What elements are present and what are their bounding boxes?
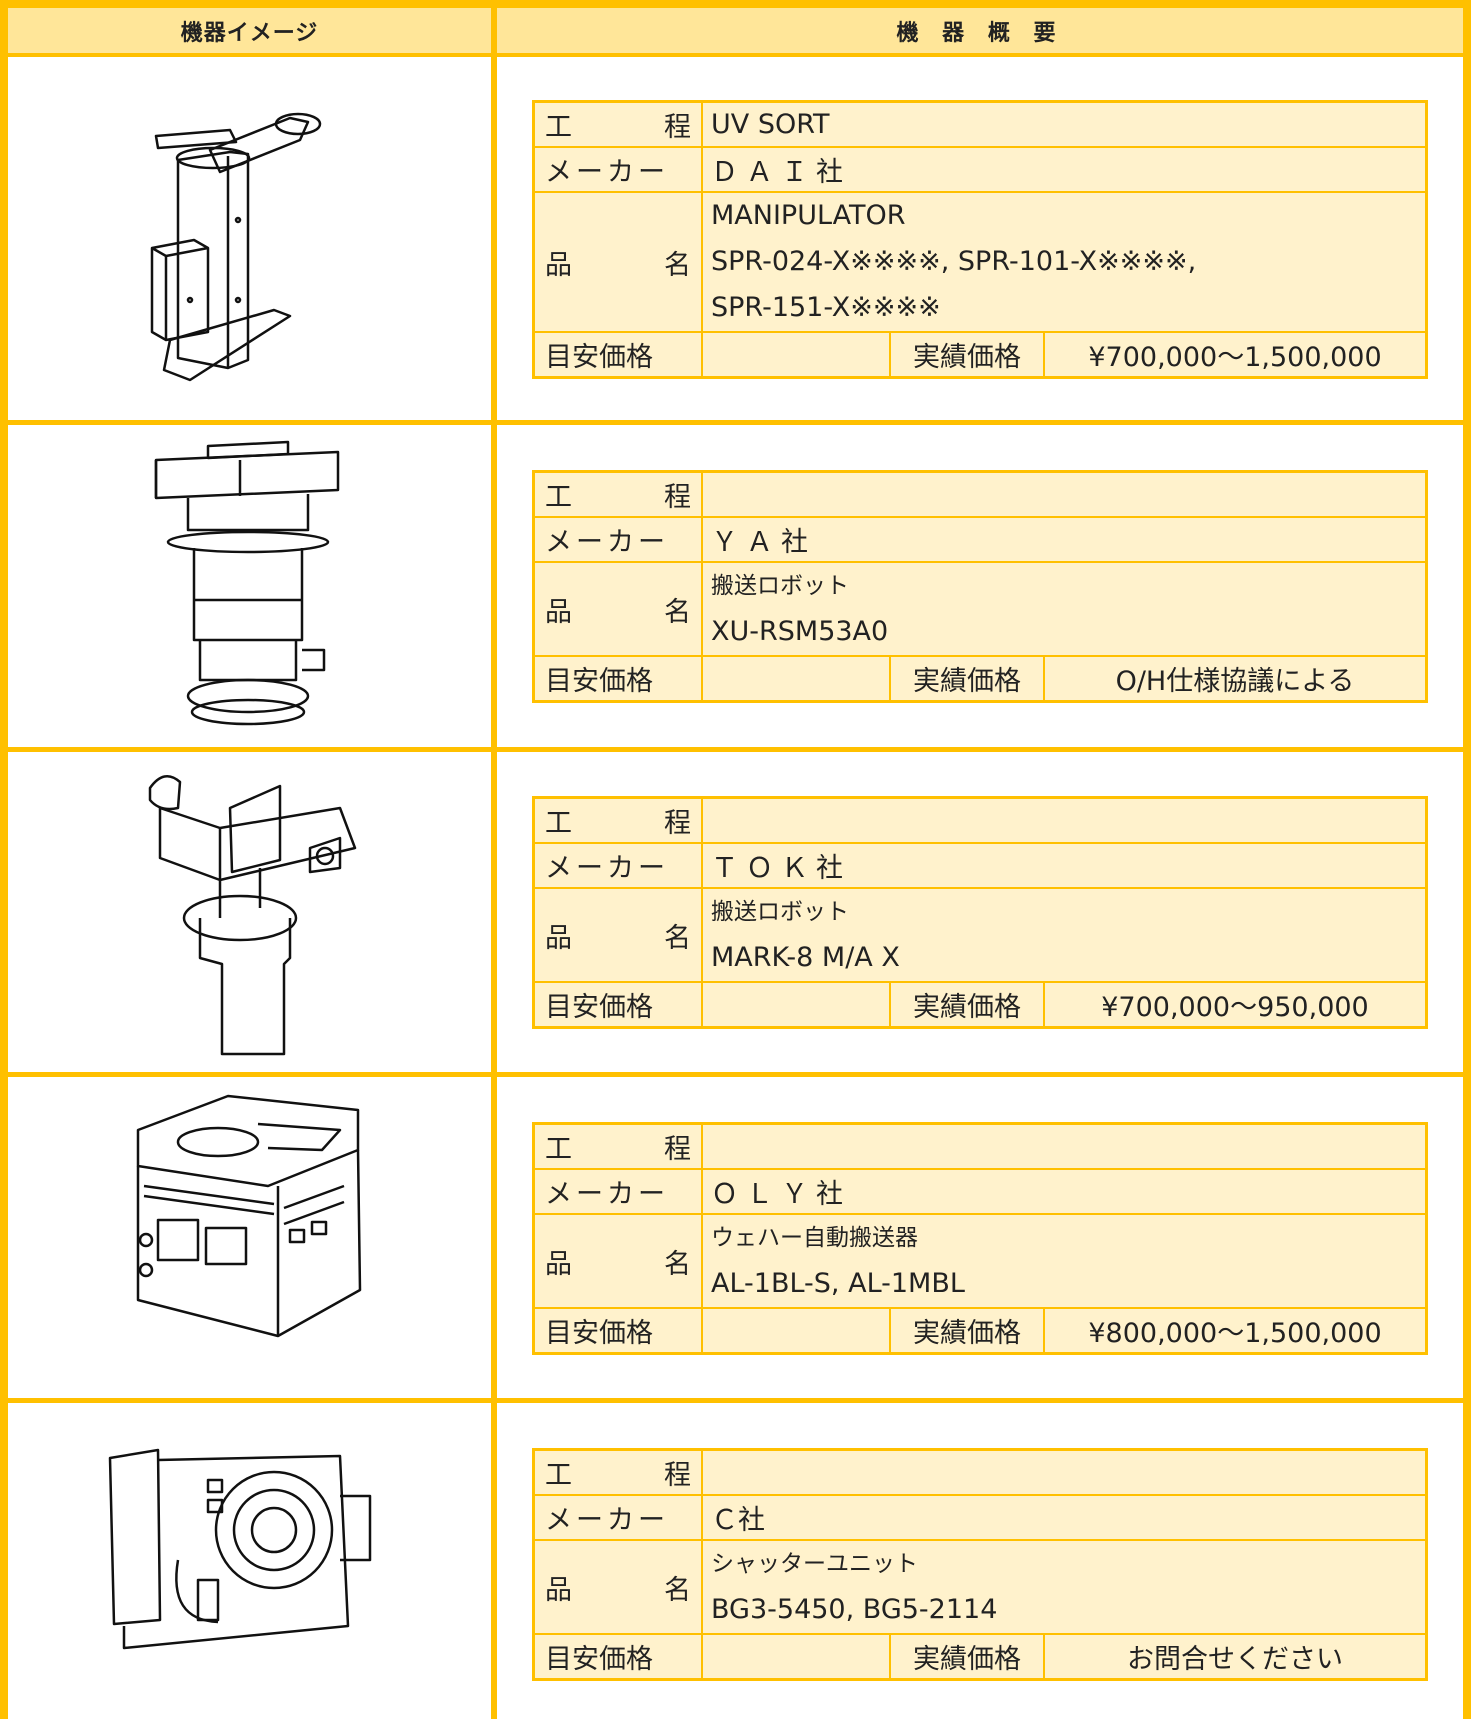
name-value: 搬送ロボット MARK-8 M/A X (701, 887, 1428, 983)
est-price-value (701, 1307, 891, 1355)
est-price-value (701, 981, 891, 1029)
maker-value: ＯＬＹ社 (701, 1168, 1428, 1215)
process-label: 工程 (532, 1122, 703, 1170)
maker-label: メーカー (532, 1494, 703, 1541)
name-label: 品名 (532, 191, 703, 333)
row-divider (0, 420, 1471, 425)
actual-price-label: 実績価格 (889, 981, 1045, 1029)
actual-price-value: O/H仕様協議による (1043, 655, 1428, 703)
header-divider (0, 53, 1471, 57)
wafer-loader-icon (108, 1090, 366, 1340)
actual-price-label: 実績価格 (889, 1307, 1045, 1355)
process-label: 工程 (532, 470, 703, 518)
row-divider (0, 1398, 1471, 1403)
actual-price-label: 実績価格 (889, 655, 1045, 703)
spec-table: 工程 メーカー ＯＬＹ社 品名 ウェハー自動搬送器 AL-1BL-S, AL-1… (532, 1122, 1428, 1355)
column-divider (491, 8, 497, 1719)
actual-price-value: ¥700,000～950,000 (1043, 981, 1428, 1029)
actual-price-label: 実績価格 (889, 331, 1045, 379)
manipulator-icon (150, 100, 340, 385)
maker-value: Ｃ社 (701, 1494, 1428, 1541)
est-price-value (701, 331, 891, 379)
est-price-label: 目安価格 (532, 1307, 703, 1355)
actual-price-value: お問合せください (1043, 1633, 1428, 1681)
name-label: 品名 (532, 1539, 703, 1635)
header-image-column: 機器イメージ (8, 8, 491, 53)
est-price-value (701, 1633, 891, 1681)
name-value: ウェハー自動搬送器 AL-1BL-S, AL-1MBL (701, 1213, 1428, 1309)
maker-value: ＴＯＫ社 (701, 842, 1428, 889)
name-value: 搬送ロボット XU-RSM53A0 (701, 561, 1428, 657)
process-label: 工程 (532, 100, 703, 148)
name-label: 品名 (532, 1213, 703, 1309)
actual-price-value: ¥700,000～1,500,000 (1043, 331, 1428, 379)
process-label: 工程 (532, 1448, 703, 1496)
process-value (701, 796, 1428, 844)
row-divider (0, 1072, 1471, 1077)
name-value: MANIPULATOR SPR-024-X※※※※, SPR-101-X※※※※… (701, 191, 1428, 333)
est-price-label: 目安価格 (532, 655, 703, 703)
spec-table: 工程 UV SORT メーカー ＤＡＩ社 品名 MANIPULATOR SPR-… (532, 100, 1428, 379)
spec-table: 工程 メーカー Ｃ社 品名 シャッターユニット BG3-5450, BG5-21… (532, 1448, 1428, 1681)
spec-table: 工程 メーカー ＹＡ社 品名 搬送ロボット XU-RSM53A0 目安価格 実績… (532, 470, 1428, 703)
process-value (701, 1448, 1428, 1496)
row-divider (0, 747, 1471, 752)
est-price-label: 目安価格 (532, 1633, 703, 1681)
spec-table: 工程 メーカー ＴＯＫ社 品名 搬送ロボット MARK-8 M/A X 目安価格… (532, 796, 1428, 1029)
shutter-unit-icon (108, 1440, 388, 1650)
actual-price-label: 実績価格 (889, 1633, 1045, 1681)
maker-value: ＤＡＩ社 (701, 146, 1428, 193)
name-label: 品名 (532, 887, 703, 983)
process-value: UV SORT (701, 100, 1428, 148)
transfer-robot-icon (148, 440, 348, 728)
process-value (701, 1122, 1428, 1170)
process-label: 工程 (532, 796, 703, 844)
name-label: 品名 (532, 561, 703, 657)
name-value: シャッターユニット BG3-5450, BG5-2114 (701, 1539, 1428, 1635)
actual-price-value: ¥800,000～1,500,000 (1043, 1307, 1428, 1355)
est-price-label: 目安価格 (532, 331, 703, 379)
maker-label: メーカー (532, 146, 703, 193)
maker-label: メーカー (532, 516, 703, 563)
header-summary-column: 機 器 概 要 (497, 8, 1463, 53)
transfer-robot-icon (140, 768, 365, 1058)
maker-label: メーカー (532, 842, 703, 889)
maker-label: メーカー (532, 1168, 703, 1215)
maker-value: ＹＡ社 (701, 516, 1428, 563)
est-price-value (701, 655, 891, 703)
process-value (701, 470, 1428, 518)
top-border (0, 0, 1471, 8)
est-price-label: 目安価格 (532, 981, 703, 1029)
